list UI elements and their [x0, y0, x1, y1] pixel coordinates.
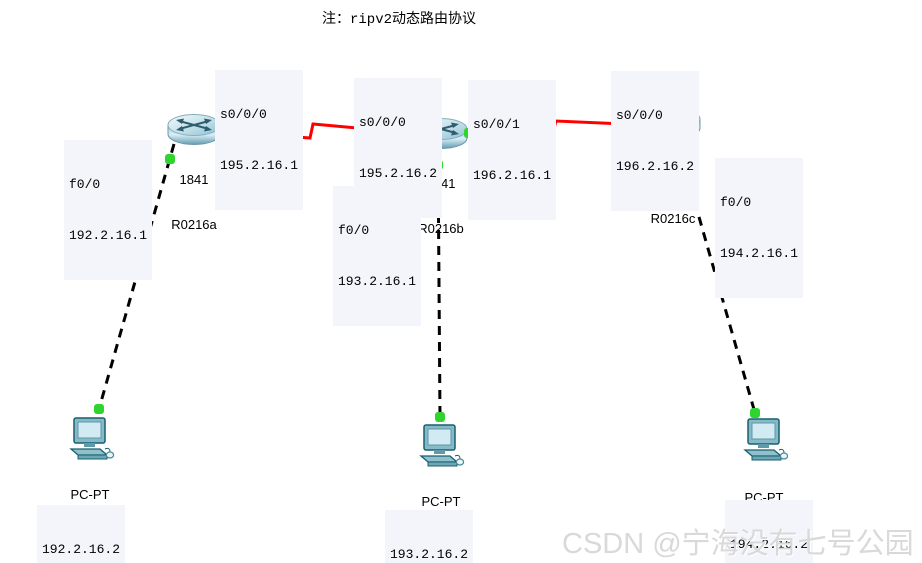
device-label-r0216a: 1841 R0216a [152, 142, 236, 262]
port-label-ra-f00: f0/0 192.2.16.1 [64, 140, 153, 280]
interface-name: s0/0/0 [359, 115, 406, 130]
device-model: PC-PT [421, 494, 461, 509]
interface-ip: 192.2.16.1 [69, 228, 148, 243]
interface-name: f0/0 [69, 177, 101, 192]
port-label-rc-f00: f0/0 194.2.16.1 [715, 158, 804, 298]
port-status-dot [750, 408, 760, 418]
ethernet-link-r0216a-pc0[interactable] [97, 143, 176, 410]
pc-icon [417, 424, 465, 468]
port-status-dot [435, 412, 445, 422]
pc-icon [741, 418, 789, 462]
device-model: PC-PT [70, 487, 110, 502]
ethernet-link-r0216b-pc1[interactable] [436, 149, 442, 418]
interface-ip: 193.2.16.1 [338, 274, 417, 289]
port-label-rb-s001: s0/0/1 196.2.16.1 [468, 80, 557, 220]
csdn-watermark: CSDN @宁海没有七号公园 [562, 528, 914, 560]
device-name: R0216c [650, 211, 696, 226]
port-status-dot [165, 154, 175, 164]
ip-label-pc0: 192.2.16.2 [37, 505, 126, 563]
port-label-rb-f00: f0/0 193.2.16.1 [333, 186, 422, 326]
pc-ip: 193.2.16.2 [390, 547, 469, 562]
topology-title-note: 注：ripv2动态路由协议 [322, 12, 477, 28]
interface-name: s0/0/1 [473, 117, 520, 132]
interface-ip: 195.2.16.1 [220, 158, 299, 173]
port-status-dot [94, 404, 104, 414]
device-model: 1841 [179, 172, 209, 187]
interface-name: s0/0/0 [220, 107, 267, 122]
interface-ip: 194.2.16.1 [720, 246, 799, 261]
interface-name: s0/0/0 [616, 108, 663, 123]
device-name: R0216a [171, 217, 217, 232]
interface-name: f0/0 [338, 223, 370, 238]
pc-ip: 192.2.16.2 [42, 542, 121, 557]
interface-ip: 196.2.16.2 [616, 159, 695, 174]
ip-label-pc1: 193.2.16.2 [385, 510, 474, 563]
interface-ip: 196.2.16.1 [473, 168, 552, 183]
ip-label-pc2: 194.2.16.2 [725, 500, 814, 563]
port-label-ra-s000: s0/0/0 195.2.16.1 [215, 70, 304, 210]
interface-ip: 195.2.16.2 [359, 166, 438, 181]
pc-icon [67, 417, 115, 461]
pc-ip: 194.2.16.2 [730, 537, 809, 552]
device-name: R0216b [418, 221, 464, 236]
interface-name: f0/0 [720, 195, 752, 210]
port-label-rc-s000: s0/0/0 196.2.16.2 [611, 71, 700, 211]
